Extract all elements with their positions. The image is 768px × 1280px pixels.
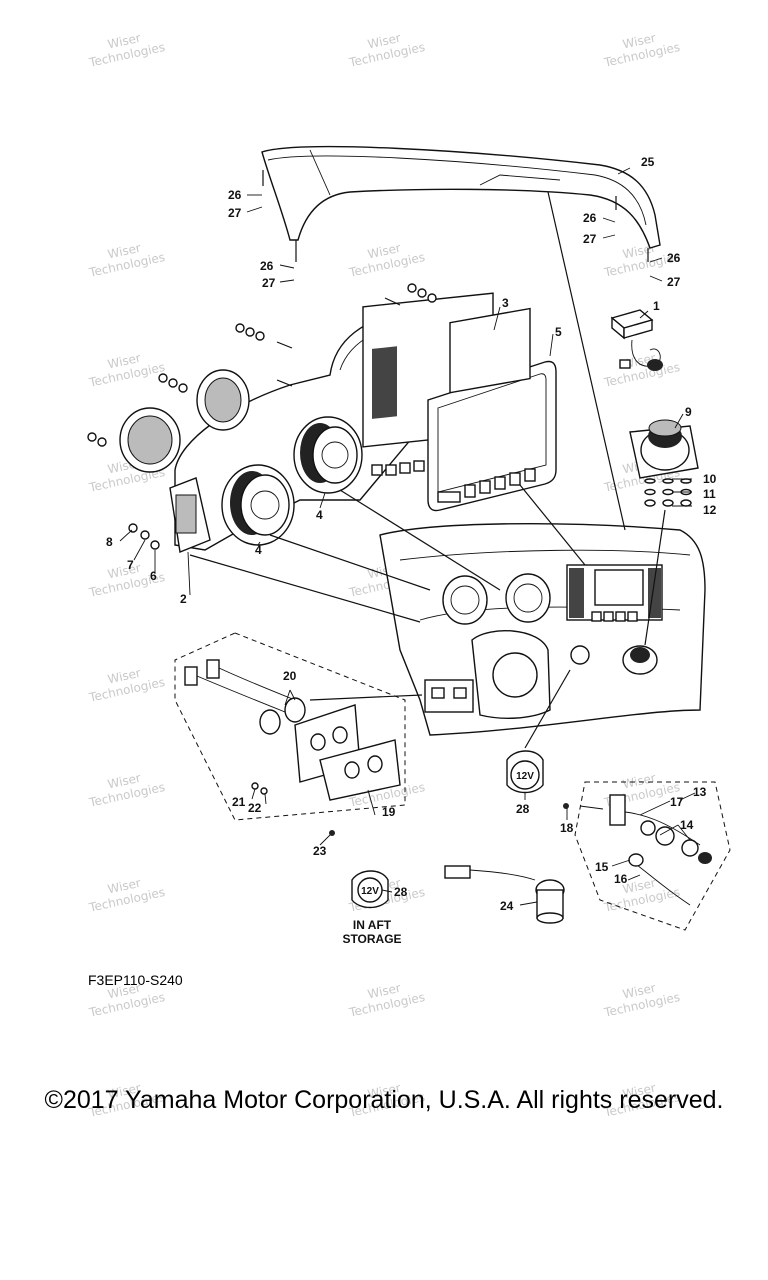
part-number: 4: [255, 543, 262, 557]
svg-text:Wiser: Wiser: [106, 1081, 142, 1102]
part-number: 18: [560, 821, 574, 835]
svg-text:Wiser: Wiser: [621, 771, 657, 792]
svg-text:Wiser: Wiser: [106, 351, 142, 372]
part-number: 2: [180, 592, 187, 606]
svg-text:Wiser: Wiser: [106, 561, 142, 582]
copyright-notice: ©2017 Yamaha Motor Corporation, U.S.A. A…: [44, 1086, 724, 1114]
svg-text:Wiser: Wiser: [106, 666, 142, 687]
aft-12v-socket: 12V IN AFT STORAGE: [342, 870, 402, 946]
12v-socket-part: 12V: [506, 750, 544, 794]
part-number: 27: [262, 276, 276, 290]
display-screen-part: [427, 307, 557, 512]
aft-storage-line1: IN AFT: [353, 918, 392, 932]
svg-text:Wiser: Wiser: [106, 241, 142, 262]
svg-text:Wiser: Wiser: [366, 1081, 402, 1102]
part-number: 22: [248, 801, 262, 815]
part-numbers: 1 2 3 4 4 5 6 7 8 9 10 11 12 13 14 15 16…: [106, 155, 717, 913]
figure-code: F3EP110-S240: [88, 972, 183, 988]
fasteners: [87, 283, 437, 550]
dash-visor-part: [261, 145, 661, 262]
socket-label: 12V: [516, 771, 534, 782]
svg-text:Wiser: Wiser: [621, 876, 657, 897]
part-number: 26: [667, 251, 681, 265]
part-number: 9: [685, 405, 692, 419]
svg-text:Wiser: Wiser: [106, 771, 142, 792]
svg-text:Wiser: Wiser: [366, 241, 402, 262]
part-number: 27: [228, 206, 242, 220]
part-number: 17: [670, 795, 684, 809]
part-number: 24: [500, 899, 514, 913]
side-panel-part: [169, 477, 211, 553]
part-number: 5: [555, 325, 562, 339]
part-number: 3: [502, 296, 509, 310]
part-number: 21: [232, 795, 246, 809]
part-number: 27: [583, 232, 597, 246]
part-number: 23: [313, 844, 327, 858]
part-number: 10: [703, 472, 717, 486]
part-number: 16: [614, 872, 628, 886]
part-number: 25: [641, 155, 655, 169]
aft-socket-label: 12V: [361, 886, 379, 897]
joystick-part: [629, 419, 699, 479]
svg-text:Wiser: Wiser: [621, 1081, 657, 1102]
svg-text:Wiser: Wiser: [366, 981, 402, 1002]
part-number: 8: [106, 535, 113, 549]
svg-text:Wiser: Wiser: [106, 981, 142, 1002]
part-number: 7: [127, 558, 134, 572]
svg-text:Wiser: Wiser: [621, 31, 657, 52]
gauge-bezels: [119, 369, 363, 546]
svg-text:Wiser: Wiser: [366, 31, 402, 52]
svg-text:Wiser: Wiser: [621, 981, 657, 1002]
leader-lines: [119, 167, 696, 906]
usb-plate-group: [174, 632, 406, 836]
sensor-part: [444, 865, 565, 924]
dashboard-console: [379, 522, 706, 736]
part-number: 11: [703, 487, 716, 501]
part-number: 26: [228, 188, 242, 202]
usb-harness-group: [563, 781, 731, 931]
part-number: 20: [283, 669, 297, 683]
part-number: 12: [703, 503, 717, 517]
part-number: 1: [653, 299, 660, 313]
part-number: 19: [382, 805, 396, 819]
svg-text:Wiser: Wiser: [106, 876, 142, 897]
part-number: 13: [693, 785, 707, 799]
part-number: 28: [516, 802, 530, 816]
part-number: 26: [583, 211, 597, 225]
washer-stack: [644, 478, 692, 507]
part-number: 6: [150, 569, 157, 583]
svg-text:Wiser: Wiser: [106, 31, 142, 52]
relay-part: [610, 309, 663, 371]
aft-storage-line2: STORAGE: [342, 932, 401, 946]
part-number: 26: [260, 259, 274, 273]
part-number: 15: [595, 860, 609, 874]
part-number: 27: [667, 275, 681, 289]
part-number: 4: [316, 508, 323, 522]
part-number: 28: [394, 885, 408, 899]
part-number: 14: [680, 818, 694, 832]
